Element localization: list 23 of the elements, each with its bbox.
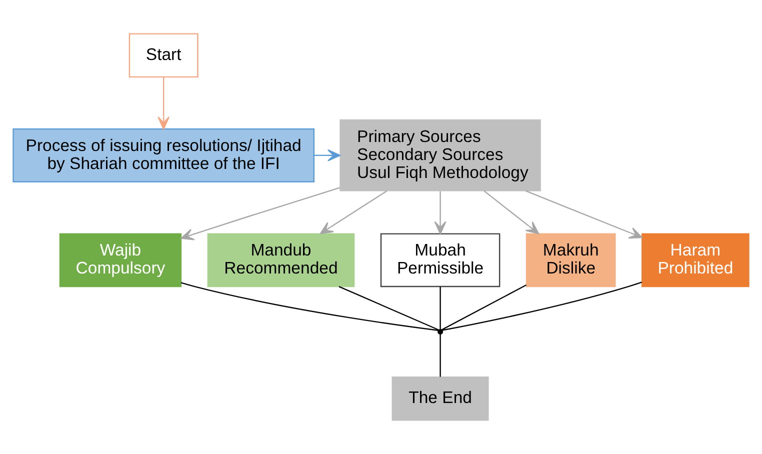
arrow [434, 191, 446, 234]
node-box: Mandub Recommended [207, 233, 355, 288]
arrow [158, 77, 170, 130]
connector [180, 282, 438, 331]
connector [338, 286, 440, 331]
node-box: Primary Sources Secondary Sources Usul Fiqh Methodology [340, 119, 541, 192]
connector [440, 286, 441, 330]
connector [442, 282, 642, 331]
node-box: Haram Prohibited [642, 233, 750, 288]
connector [441, 284, 527, 330]
arrow [314, 149, 341, 162]
node-box: Process of issuing resolutions/ Ijtihad by Shariah committee of the IFI [12, 128, 315, 182]
arrow [320, 190, 388, 234]
node-box: Mubah Permissible [380, 233, 500, 288]
node-bracket [438, 329, 444, 335]
node-box: The End [392, 376, 489, 421]
node-box: Wajib Compulsory [59, 233, 182, 288]
node-box: Makruh Dislike [526, 233, 616, 288]
arrow [484, 190, 540, 234]
connector [440, 334, 441, 377]
node-box: Start [128, 33, 198, 78]
arrow [525, 190, 642, 239]
arrow [180, 187, 340, 240]
